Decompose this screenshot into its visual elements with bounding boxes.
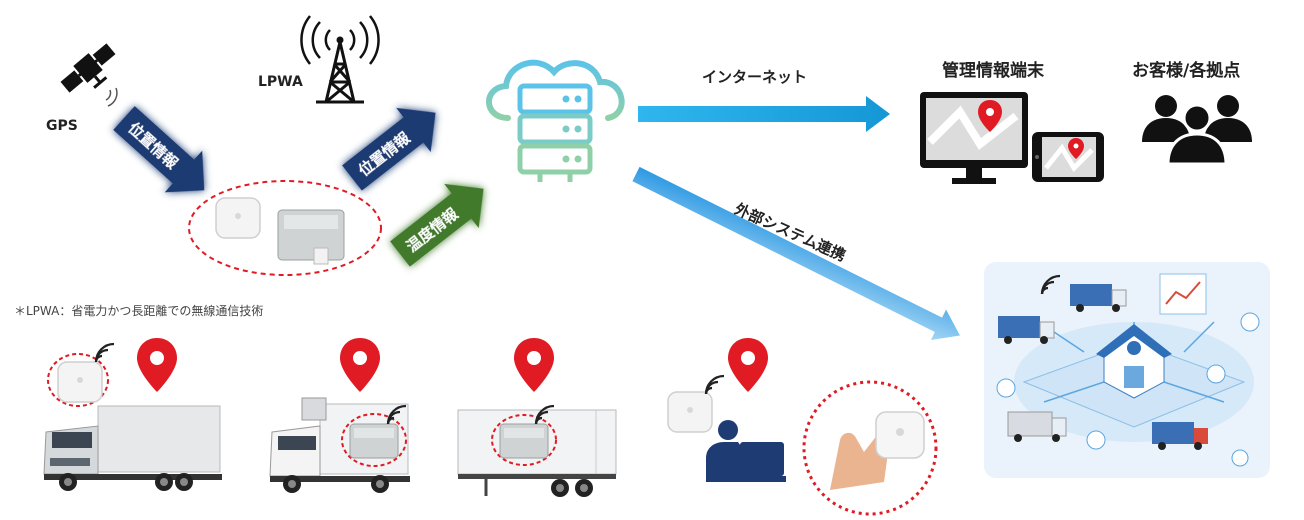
gps-position-arrow: 位置情報 <box>113 106 205 193</box>
people-icon <box>1142 95 1252 166</box>
hand-sensor-photo <box>802 380 938 516</box>
location-pin-icon <box>340 338 380 392</box>
sensor-device-small <box>667 391 713 433</box>
customers-label: お客様/各拠点 <box>1132 61 1241 81</box>
gps-label: GPS <box>46 118 78 134</box>
external-system-arrow <box>632 166 960 341</box>
management-terminal-label: 管理情報端末 <box>942 61 1044 81</box>
tablet-map-icon <box>1032 132 1104 182</box>
location-pin-icon <box>514 338 554 392</box>
location-pin-icon <box>137 338 177 392</box>
person-desk-icon <box>706 420 786 482</box>
lpwa-position-arrow: 位置情報 <box>342 107 436 191</box>
temperature-arrow: 温度情報 <box>390 183 484 267</box>
satellite-signal-icon <box>105 87 118 107</box>
logistics-hub-illustration <box>984 262 1270 478</box>
location-pin-icon <box>728 338 768 392</box>
sensor-device-small <box>215 197 261 239</box>
wifi-icon <box>704 374 726 396</box>
cloud-server-icon <box>486 59 625 182</box>
internet-label: インターネット <box>702 68 808 86</box>
lpwa-label: LPWA <box>258 74 303 90</box>
wifi-icon <box>94 342 116 364</box>
satellite-icon <box>60 43 116 93</box>
trailer-sensor <box>491 414 557 466</box>
tower-icon <box>300 15 380 104</box>
truck-refrigerated-sensor <box>341 413 407 467</box>
sensor-group <box>188 180 382 276</box>
monitor-map-icon <box>920 92 1028 184</box>
internet-arrow <box>638 96 890 132</box>
truck-large-sensor <box>47 353 109 407</box>
lpwa-footnote: ＊LPWA：省電力かつ長距離での無線通信技術 <box>14 304 264 318</box>
truck-large <box>43 405 222 491</box>
